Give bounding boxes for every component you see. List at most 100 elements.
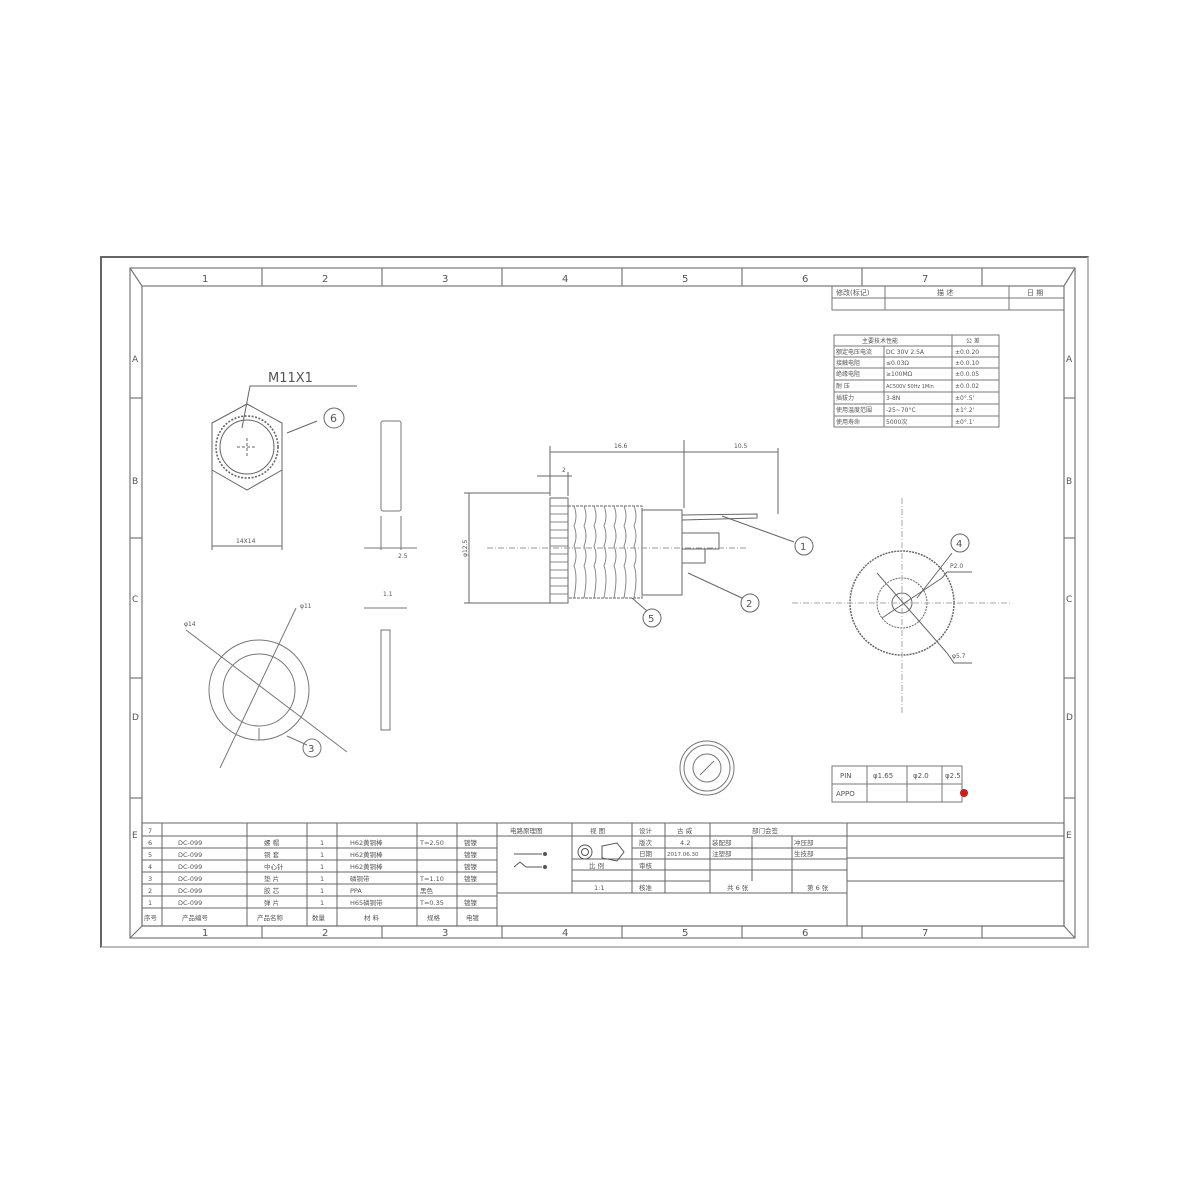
svg-text:3: 3 bbox=[148, 875, 152, 883]
svg-text:7: 7 bbox=[148, 827, 152, 835]
svg-text:磷铜带: 磷铜带 bbox=[350, 874, 370, 883]
svg-text:H65磷铜带: H65磷铜带 bbox=[350, 898, 383, 907]
svg-text:DC-099: DC-099 bbox=[178, 863, 202, 871]
svg-text:弹 片: 弹 片 bbox=[264, 898, 279, 907]
svg-text:DC-099: DC-099 bbox=[178, 839, 202, 847]
svg-text:古 威: 古 威 bbox=[677, 826, 693, 835]
svg-text:版次: 版次 bbox=[639, 838, 653, 847]
svg-text:1: 1 bbox=[148, 899, 152, 907]
svg-text:冲压部: 冲压部 bbox=[794, 838, 814, 847]
svg-text:共 6 张: 共 6 张 bbox=[727, 883, 749, 892]
svg-text:φ2.0: φ2.0 bbox=[913, 772, 929, 780]
svg-text:6: 6 bbox=[802, 928, 808, 939]
svg-text:4: 4 bbox=[148, 863, 152, 871]
svg-text:φ5.7: φ5.7 bbox=[952, 653, 966, 660]
revision-block: 修改(标记) 描 述 日 期 bbox=[831, 285, 1065, 311]
svg-text:DC-099: DC-099 bbox=[178, 887, 202, 895]
svg-text:C: C bbox=[1066, 595, 1072, 605]
svg-text:中心针: 中心针 bbox=[264, 862, 284, 871]
hex-nut-view bbox=[211, 385, 357, 550]
svg-text:7: 7 bbox=[922, 928, 928, 939]
svg-text:±0.0.20: ±0.0.20 bbox=[955, 349, 979, 356]
circuit-symbols bbox=[513, 842, 625, 869]
svg-text:5: 5 bbox=[682, 928, 688, 939]
column-labels: 1 2 3 4 5 6 7 1 2 3 4 5 6 7 bbox=[202, 274, 928, 939]
svg-text:日期: 日期 bbox=[639, 850, 653, 858]
svg-text:核准: 核准 bbox=[639, 883, 653, 892]
svg-text:黑色: 黑色 bbox=[420, 886, 434, 895]
svg-text:H62黄铜棒: H62黄铜棒 bbox=[350, 862, 383, 871]
svg-text:T=2.50: T=2.50 bbox=[419, 839, 444, 847]
svg-text:镀镍: 镀镍 bbox=[464, 898, 478, 907]
svg-text:A: A bbox=[1066, 355, 1073, 365]
svg-text:审核: 审核 bbox=[639, 861, 653, 870]
svg-text:DC-099: DC-099 bbox=[178, 851, 202, 859]
svg-text:≤0.03Ω: ≤0.03Ω bbox=[886, 360, 909, 367]
svg-text:耐 压: 耐 压 bbox=[836, 382, 850, 390]
svg-text:铜 套: 铜 套 bbox=[264, 850, 280, 859]
svg-text:±0°.5': ±0°.5' bbox=[955, 395, 975, 402]
svg-text:1: 1 bbox=[320, 839, 324, 847]
svg-text:描 述: 描 述 bbox=[937, 288, 953, 297]
svg-text:1: 1 bbox=[320, 851, 324, 859]
svg-text:3-8N: 3-8N bbox=[886, 395, 900, 402]
svg-text:φ1.65: φ1.65 bbox=[873, 772, 893, 780]
svg-text:电镀: 电镀 bbox=[466, 913, 480, 922]
svg-text:PPA: PPA bbox=[350, 887, 362, 895]
logo-badge bbox=[679, 740, 735, 796]
svg-text:1: 1 bbox=[202, 928, 208, 939]
svg-text:镀镍: 镀镍 bbox=[464, 838, 478, 847]
svg-text:φ14: φ14 bbox=[184, 621, 196, 628]
svg-text:产品名称: 产品名称 bbox=[257, 913, 284, 922]
svg-text:2: 2 bbox=[562, 467, 566, 474]
svg-text:φ12.5: φ12.5 bbox=[462, 540, 469, 558]
svg-text:5: 5 bbox=[148, 851, 152, 859]
svg-text:C: C bbox=[132, 595, 138, 605]
svg-text:-25~70°C: -25~70°C bbox=[886, 407, 916, 414]
svg-text:φ11: φ11 bbox=[300, 603, 312, 610]
svg-text:5: 5 bbox=[682, 274, 688, 285]
svg-text:4: 4 bbox=[562, 274, 568, 285]
svg-text:镀镍: 镀镍 bbox=[464, 874, 478, 883]
row-labels: A B C D E A B C D E bbox=[132, 355, 1073, 841]
svg-text:电路原理图: 电路原理图 bbox=[510, 826, 543, 835]
svg-text:P2.0: P2.0 bbox=[950, 563, 963, 570]
balloon-5: 5 bbox=[648, 614, 654, 625]
svg-text:DC-099: DC-099 bbox=[178, 875, 202, 883]
svg-text:2: 2 bbox=[322, 274, 328, 285]
svg-text:6: 6 bbox=[802, 274, 808, 285]
balloon-1: 1 bbox=[800, 542, 806, 553]
svg-text:3: 3 bbox=[442, 928, 448, 939]
svg-text:垫 片: 垫 片 bbox=[264, 874, 279, 883]
svg-text:镀镍: 镀镍 bbox=[464, 850, 478, 859]
svg-text:产品编号: 产品编号 bbox=[182, 913, 209, 922]
svg-text:E: E bbox=[132, 831, 138, 841]
svg-text:±0.0.10: ±0.0.10 bbox=[955, 360, 979, 367]
svg-text:1: 1 bbox=[320, 887, 324, 895]
balloon-2: 2 bbox=[746, 599, 752, 610]
svg-text:1.1: 1.1 bbox=[383, 591, 393, 598]
svg-text:E: E bbox=[1066, 831, 1072, 841]
svg-text:2: 2 bbox=[148, 887, 152, 895]
jack-front-view bbox=[792, 498, 1012, 713]
svg-text:B: B bbox=[1066, 477, 1072, 487]
washer-side-view bbox=[364, 420, 417, 731]
svg-text:生技部: 生技部 bbox=[794, 849, 814, 858]
svg-text:APPO: APPO bbox=[836, 790, 855, 798]
svg-text:螺 帽: 螺 帽 bbox=[264, 838, 280, 847]
jack-side-view bbox=[464, 440, 814, 628]
svg-text:H62黄铜棒: H62黄铜棒 bbox=[350, 838, 383, 847]
svg-text:φ2.5: φ2.5 bbox=[945, 772, 961, 780]
pin-table: PIN φ1.65 φ2.0 φ2.5 APPO bbox=[831, 765, 968, 803]
svg-text:±0°.1': ±0°.1' bbox=[955, 419, 975, 426]
svg-text:2: 2 bbox=[322, 928, 328, 939]
svg-text:A: A bbox=[132, 355, 139, 365]
svg-text:注塑部: 注塑部 bbox=[712, 849, 732, 858]
svg-text:数量: 数量 bbox=[312, 913, 326, 922]
svg-text:14X14: 14X14 bbox=[236, 538, 256, 545]
svg-text:±0.0.02: ±0.0.02 bbox=[955, 383, 979, 390]
balloon-3: 3 bbox=[308, 744, 314, 755]
svg-text:2.5: 2.5 bbox=[398, 553, 408, 560]
